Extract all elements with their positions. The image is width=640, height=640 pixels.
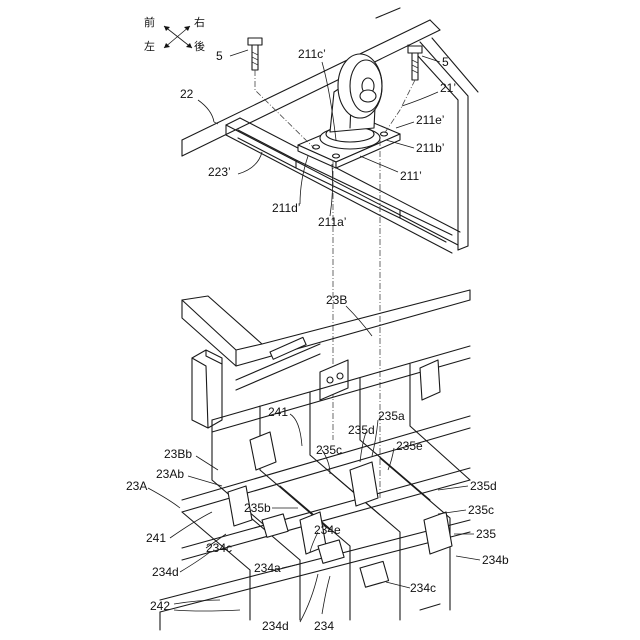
caster <box>298 54 400 168</box>
direction-rear: 後 <box>194 39 205 53</box>
label-23Ab: 23Ab <box>156 467 184 481</box>
direction-front: 前 <box>144 15 155 29</box>
label-235: 235 <box>476 527 496 541</box>
label-235c-upper: 235c <box>316 443 342 457</box>
label-23Bb: 23Bb <box>164 447 192 461</box>
label-bolt-right: 5 <box>442 55 449 69</box>
label-frame: 22 <box>180 87 194 101</box>
label-caster-b: 211b’ <box>416 141 444 155</box>
label-241-lower: 241 <box>146 531 166 545</box>
label-234a: 234a <box>254 561 281 575</box>
label-frame-a: 23A <box>126 479 147 493</box>
direction-left: 左 <box>144 40 155 53</box>
label-caster: 21’ <box>440 81 456 95</box>
label-234c-left: 234c <box>206 541 232 555</box>
label-caster-main: 211’ <box>400 169 422 183</box>
label-235d-right: 235d <box>470 479 497 493</box>
label-234d-bottom: 234d <box>262 619 289 633</box>
label-235a: 235a <box>378 409 405 423</box>
label-caster-a: 211a’ <box>318 215 346 229</box>
frame-23B <box>182 290 470 428</box>
label-caster-c: 211c’ <box>298 47 326 61</box>
label-bolt-left: 5 <box>216 49 223 63</box>
direction-legend: 前 右 左 後 <box>144 15 205 53</box>
label-235b: 235b <box>244 501 271 515</box>
label-235d-upper: 235d <box>348 423 375 437</box>
bolt-right <box>408 46 422 80</box>
label-caster-e: 211e’ <box>416 113 444 127</box>
label-235e: 235e <box>396 439 423 453</box>
label-caster-d: 211d’ <box>272 201 300 215</box>
label-241-upper: 241 <box>268 405 288 419</box>
direction-right: 右 <box>194 15 205 29</box>
label-234: 234 <box>314 619 334 633</box>
label-234d-left: 234d <box>152 565 179 579</box>
label-234b: 234b <box>482 553 509 567</box>
label-234c-right: 234c <box>410 581 436 595</box>
label-234e: 234e <box>314 523 341 537</box>
label-242: 242 <box>150 599 170 613</box>
label-frame-b: 23B <box>326 293 347 307</box>
bolt-left <box>248 38 262 70</box>
label-235c-right: 235c <box>468 503 494 517</box>
label-rail: 223’ <box>208 165 231 179</box>
